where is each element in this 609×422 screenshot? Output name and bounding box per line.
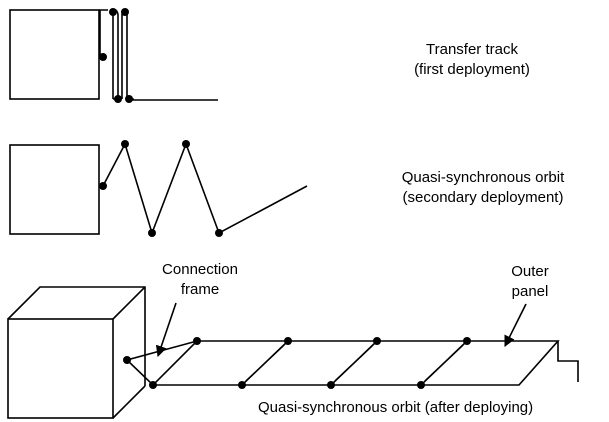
deployed-stage xyxy=(7,286,579,419)
outer-edge-bracket xyxy=(557,341,579,382)
stowed-link-1 xyxy=(99,9,108,57)
hinge-point xyxy=(121,8,129,16)
hinge-point xyxy=(373,337,381,345)
panel-array-outline xyxy=(153,340,560,386)
hinge-point xyxy=(417,381,425,389)
outer-panel-line2: panel xyxy=(511,283,549,300)
transfer-track-label: Transfer track (first deployment) xyxy=(392,40,552,80)
hinge-point xyxy=(284,337,292,345)
yoke-line-1 xyxy=(127,98,218,101)
panel-divider-1 xyxy=(241,340,289,386)
transfer-hinges xyxy=(99,8,133,103)
connection-frame-line1: Connection xyxy=(162,261,238,278)
connection-frame xyxy=(125,339,200,387)
hinge-point xyxy=(327,381,335,389)
transfer-track-stage xyxy=(9,9,218,101)
satellite-body-2 xyxy=(9,144,100,235)
transfer-track-title: Transfer track xyxy=(426,41,518,58)
hinge-point xyxy=(193,337,201,345)
hinge-point xyxy=(463,337,471,345)
secondary-deployment-stage xyxy=(9,141,308,236)
cube-front-face xyxy=(7,318,114,419)
hinge-point xyxy=(121,140,129,148)
hinge-point xyxy=(123,356,131,364)
outer-panel-arrow xyxy=(504,303,527,348)
zigzag-panels xyxy=(102,141,308,236)
satellite-body-1 xyxy=(9,9,100,100)
after-deploying-caption: Quasi-synchronous orbit (after deploying… xyxy=(258,399,534,416)
secondary-hinges xyxy=(99,140,223,237)
quasi-sync-subtitle: (secondary deployment) xyxy=(402,189,564,206)
hinge-point xyxy=(114,95,122,103)
connection-frame-arrow xyxy=(155,302,177,358)
connection-frame-line2: frame xyxy=(180,281,220,298)
quasi-sync-title: Quasi-synchronous orbit xyxy=(401,169,565,186)
outer-panel-line1: Outer xyxy=(511,263,549,280)
cube-bottom-edge xyxy=(112,385,146,419)
deployed-hinges xyxy=(123,337,471,389)
stowed-panel-2 xyxy=(121,14,128,99)
hinge-point xyxy=(99,182,107,190)
stowed-panel-1 xyxy=(112,14,119,100)
connection-frame-label: Connection frame xyxy=(150,260,250,300)
hinge-point xyxy=(99,53,107,61)
quasi-sync-label: Quasi-synchronous orbit (secondary deplo… xyxy=(368,168,598,208)
cube-top-right-edges xyxy=(7,286,146,386)
hinge-point xyxy=(238,381,246,389)
hinge-point xyxy=(182,140,190,148)
outer-panel-label: Outer panel xyxy=(500,262,560,302)
panel-divider-3 xyxy=(420,340,468,386)
panel-divider-2 xyxy=(330,340,378,386)
hinge-point xyxy=(149,381,157,389)
hinge-point xyxy=(125,95,133,103)
hinge-point xyxy=(215,229,223,237)
hinge-point xyxy=(148,229,156,237)
transfer-track-subtitle: (first deployment) xyxy=(414,61,530,78)
cube-top-edge xyxy=(112,286,146,320)
hinge-point xyxy=(109,8,117,16)
